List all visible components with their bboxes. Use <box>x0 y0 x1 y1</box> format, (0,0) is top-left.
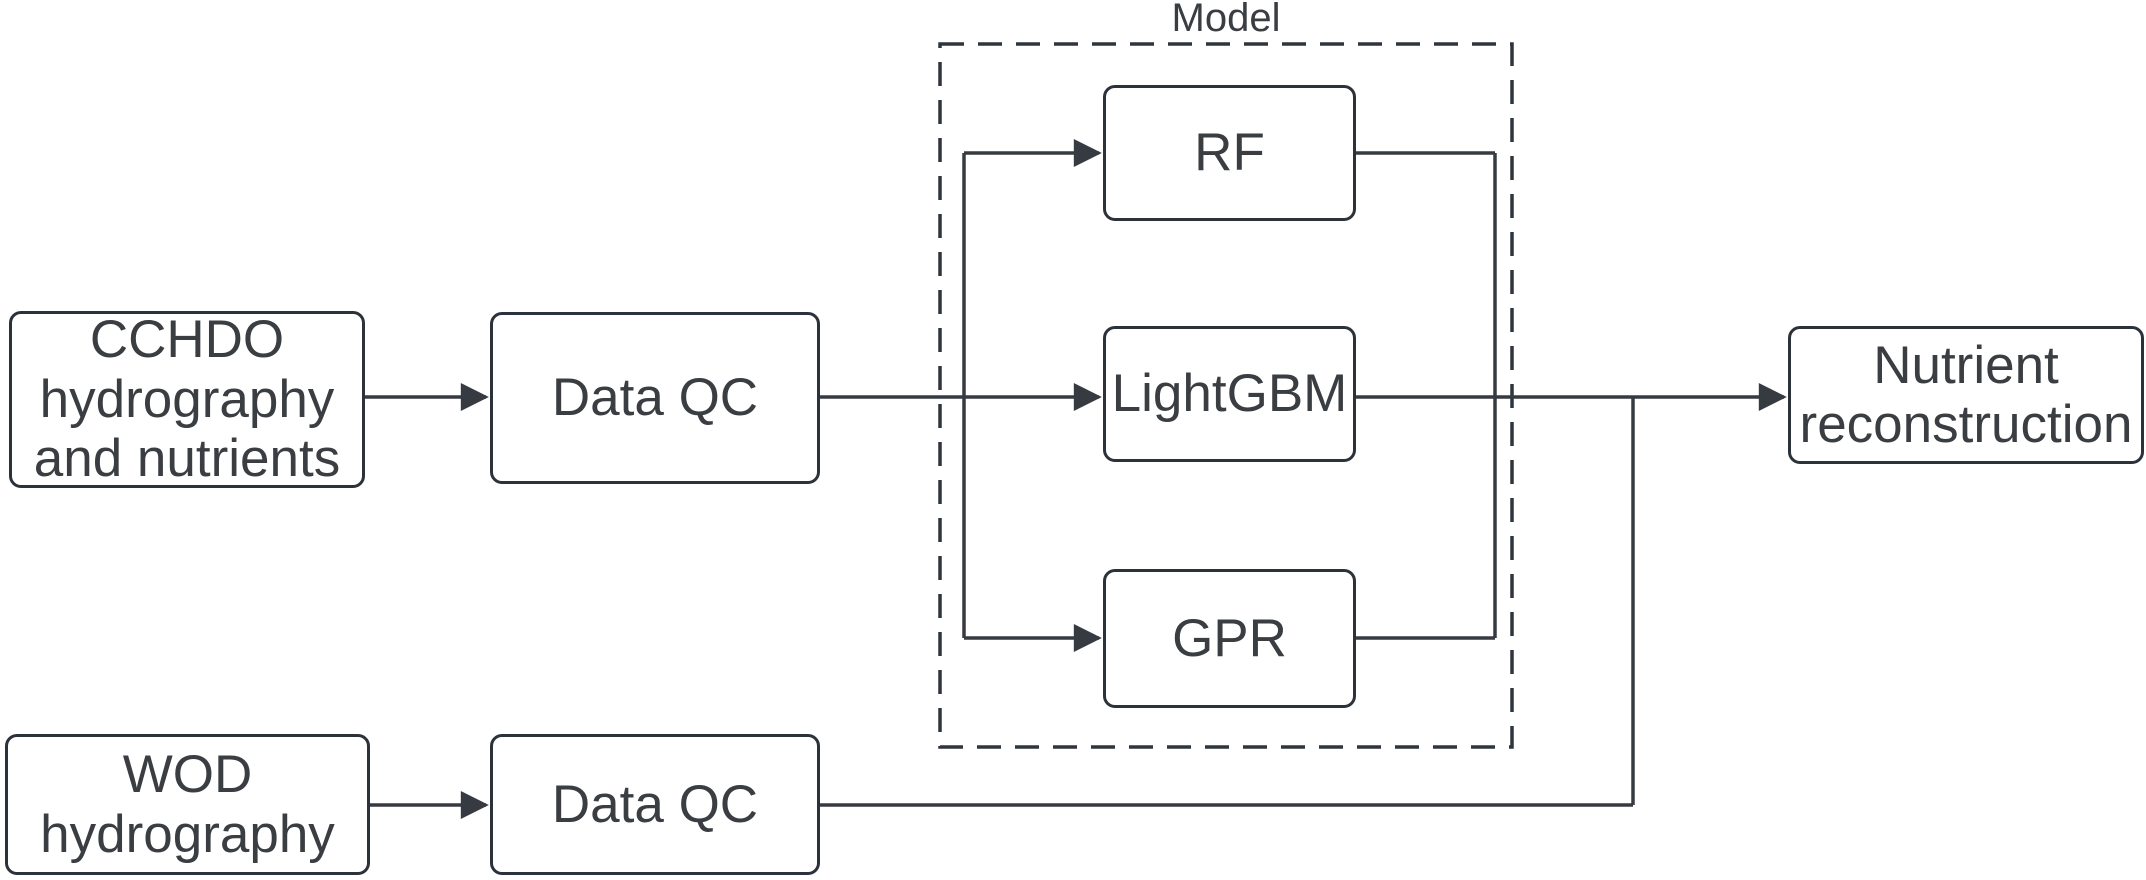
node-data-qc-top: Data QC <box>490 312 820 484</box>
node-label-line: Nutrient <box>1873 335 2059 395</box>
node-label-line: hydrography <box>40 804 335 864</box>
node-label-line: reconstruction <box>1799 395 2133 454</box>
node-label-line: GPR <box>1172 608 1287 668</box>
node-gpr: GPR <box>1103 569 1356 708</box>
node-lightgbm: LightGBM <box>1103 326 1356 462</box>
node-label-line: LightGBM <box>1111 364 1348 424</box>
node-label-line: Data QC <box>551 774 759 834</box>
node-data-qc-bottom: Data QC <box>490 734 820 875</box>
node-label-line: hydrography <box>39 369 335 429</box>
node-rf: RF <box>1103 85 1356 221</box>
node-label-line: and nutrients <box>33 429 341 489</box>
model-group-label: Model <box>1171 0 1281 40</box>
node-cchdo-hydrography-and-nutrients: CCHDO hydrography and nutrients <box>9 310 365 489</box>
node-label-line: CCHDO <box>89 310 285 370</box>
node-wod-hydrography: WOD hydrography <box>5 734 370 875</box>
node-label-line: WOD <box>122 745 253 805</box>
node-label-line: Data QC <box>551 368 759 428</box>
node-nutrient-reconstruction: Nutrient reconstruction <box>1788 326 2144 464</box>
node-label-line: RF <box>1194 123 1265 183</box>
